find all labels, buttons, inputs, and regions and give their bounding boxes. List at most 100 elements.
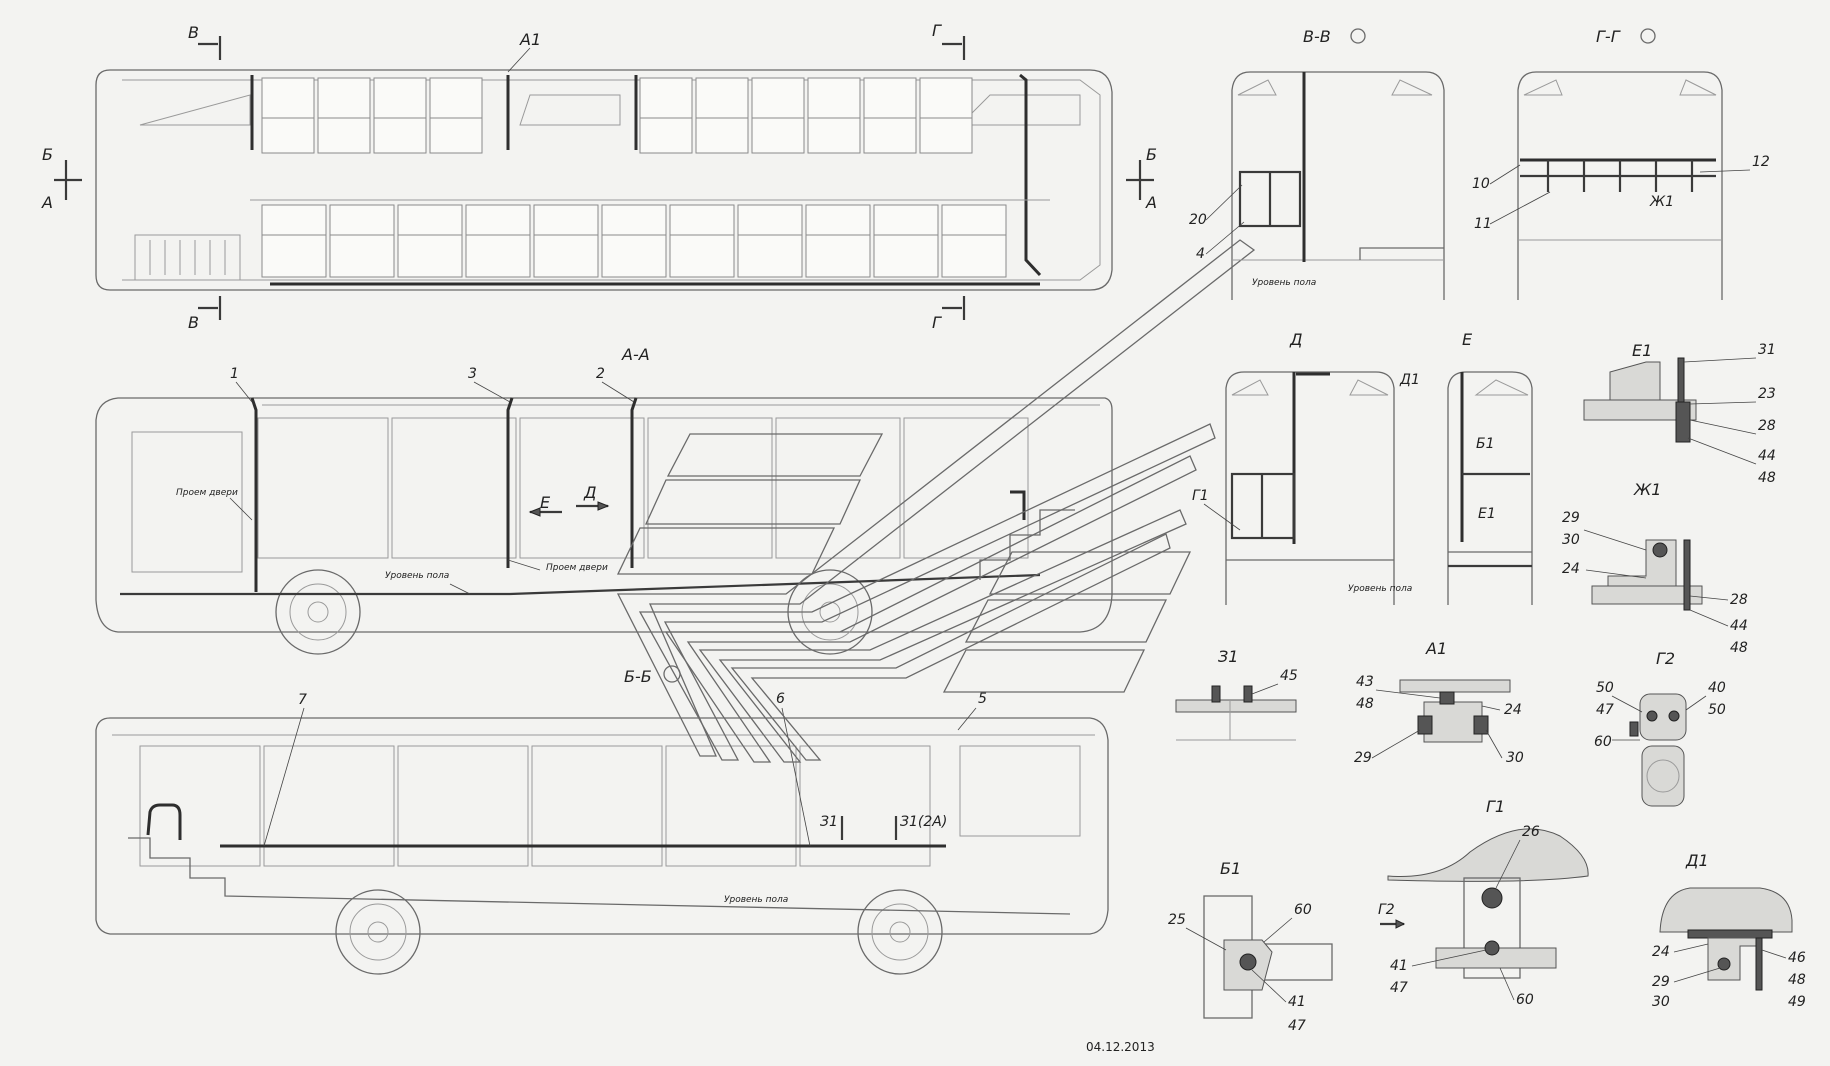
callout-23: 23 [1758,386,1776,402]
callout-30b: 30 [1506,750,1524,766]
position-4: 4 [1196,246,1205,262]
section-title-aa: А-А [621,345,650,364]
callout-44b: 44 [1730,618,1748,634]
detail-title-b1: Б1 [1220,859,1241,878]
label-b: Б [42,145,53,164]
callout-28: 28 [1758,418,1776,434]
callout-47: 47 [1596,702,1614,718]
detail-e1: Е1 31 23 28 44 48 [1583,341,1776,486]
callout-49: 49 [1788,994,1806,1010]
label-v: В [188,23,199,42]
detail-g2: Г2 50 47 60 40 50 [1594,649,1726,807]
section-mark-v-top: В [188,23,222,60]
detail-a1: А1 43 48 24 29 30 [1354,639,1524,766]
view-arrow-g2: Г2 [1378,902,1406,929]
position-1: 1 [230,366,239,382]
detail-d1: Д1 24 29 30 46 48 49 [1652,851,1806,1010]
detail-title-a1: А1 [1425,639,1447,658]
view-mark-z1-2a: З1(2А) [900,814,947,830]
view-mark-z1: З1 [820,814,838,830]
note-floor-level-e: Уровень пола [1348,584,1412,594]
callout-40: 40 [1708,680,1726,696]
callout-60c: 60 [1516,992,1534,1008]
detail-title-e1: Е1 [1632,341,1652,360]
view-mark-zh1: Ж1 [1649,194,1674,210]
detail-zh1: Ж1 29 30 24 28 44 48 [1562,480,1748,656]
view-title-e: Е [1462,330,1473,349]
label-v: В [188,313,199,332]
view-mark-a1: А1 [519,30,541,49]
view-mark-b1: Б1 [1476,436,1495,452]
callout-45: 45 [1280,668,1298,684]
view-title-d: Д [1289,330,1303,349]
detail-g1: Г1 Г2 26 41 47 60 [1378,797,1589,1008]
detail-z1: З1 45 [1175,647,1298,741]
detail-title-g2: Г2 [1656,649,1675,668]
seat-row-lower [261,204,1007,278]
position-12: 12 [1752,154,1770,170]
label-e: Е [540,493,551,512]
callout-31: 31 [1758,342,1776,358]
callout-43: 43 [1356,674,1374,690]
detail-title-d1: Д1 [1685,851,1709,870]
callout-30c: 30 [1652,994,1670,1010]
callout-24: 24 [1562,561,1580,577]
view-mark-e1: Е1 [1478,506,1496,522]
section-mark-ba-left: Б А [41,145,82,212]
callout-29b: 29 [1354,750,1372,766]
position-6: 6 [776,691,785,707]
section-title-bb: Б-Б [624,667,652,686]
view-mark-d1: Д1 [1399,372,1420,388]
seat-row-upper-right [639,77,973,154]
section-gg: Г-Г 10 11 12 Ж1 [1472,27,1770,300]
position-2: 2 [596,366,605,382]
position-11: 11 [1474,216,1492,232]
label-g2: Г2 [1378,902,1395,918]
section-mark-g-top: Г [932,21,966,60]
callout-41: 41 [1288,994,1306,1010]
section-mark-g-bottom: Г [932,296,966,332]
side-view-bb: Б-Б 7 6 5 З1 З1(2А) Уровень пола [95,665,1109,975]
label-g: Г [932,313,942,332]
view-arrow-e: Е [528,493,562,517]
callout-25: 25 [1168,912,1186,928]
detail-title-z1: З1 [1218,647,1238,666]
callout-47c: 47 [1390,980,1408,996]
position-7: 7 [298,692,307,708]
callout-28b: 28 [1730,592,1748,608]
position-3: 3 [468,366,477,382]
note-floor-level-1: Уровень пола [385,571,449,581]
callout-29c: 29 [1652,974,1670,990]
label-b: Б [1146,145,1157,164]
callout-24b: 24 [1504,702,1522,718]
label-a: А [41,193,53,212]
view-d: Д Г1 [1192,330,1395,605]
section-mark-v-bottom: В [188,296,222,332]
note-door-opening-2: Проем двери [546,563,608,573]
detail-title-zh1: Ж1 [1633,480,1661,499]
callout-24c: 24 [1652,944,1670,960]
detail-b1: Б1 25 60 41 47 [1168,859,1333,1034]
note-floor-level-vv: Уровень пола [1252,278,1316,288]
callout-50b: 50 [1708,702,1726,718]
side-view-aa: А-А 1 3 2 Проем двери Проем двери Уровен… [95,345,1113,655]
label-a: А [1145,193,1157,212]
callout-29: 29 [1562,510,1580,526]
callout-46: 46 [1788,950,1806,966]
section-title-vv: В-В [1303,27,1331,46]
note-door-opening-1: Проем двери [176,488,238,498]
note-floor-level-2: Уровень пола [724,895,788,905]
position-5: 5 [978,691,987,707]
callout-48d: 48 [1788,972,1806,988]
section-title-gg: Г-Г [1596,27,1621,46]
position-20: 20 [1189,212,1207,228]
overlay-arrows [616,239,1256,763]
callout-60: 60 [1594,734,1612,750]
view-e: Е Д1 Б1 Е1 Уровень пола [1348,330,1533,605]
callout-26: 26 [1522,824,1540,840]
label-g: Г [932,21,942,40]
callout-47b: 47 [1288,1018,1306,1034]
plan-view: В В Г Г А1 Б А Б А [41,21,1157,332]
callout-48: 48 [1758,470,1776,486]
